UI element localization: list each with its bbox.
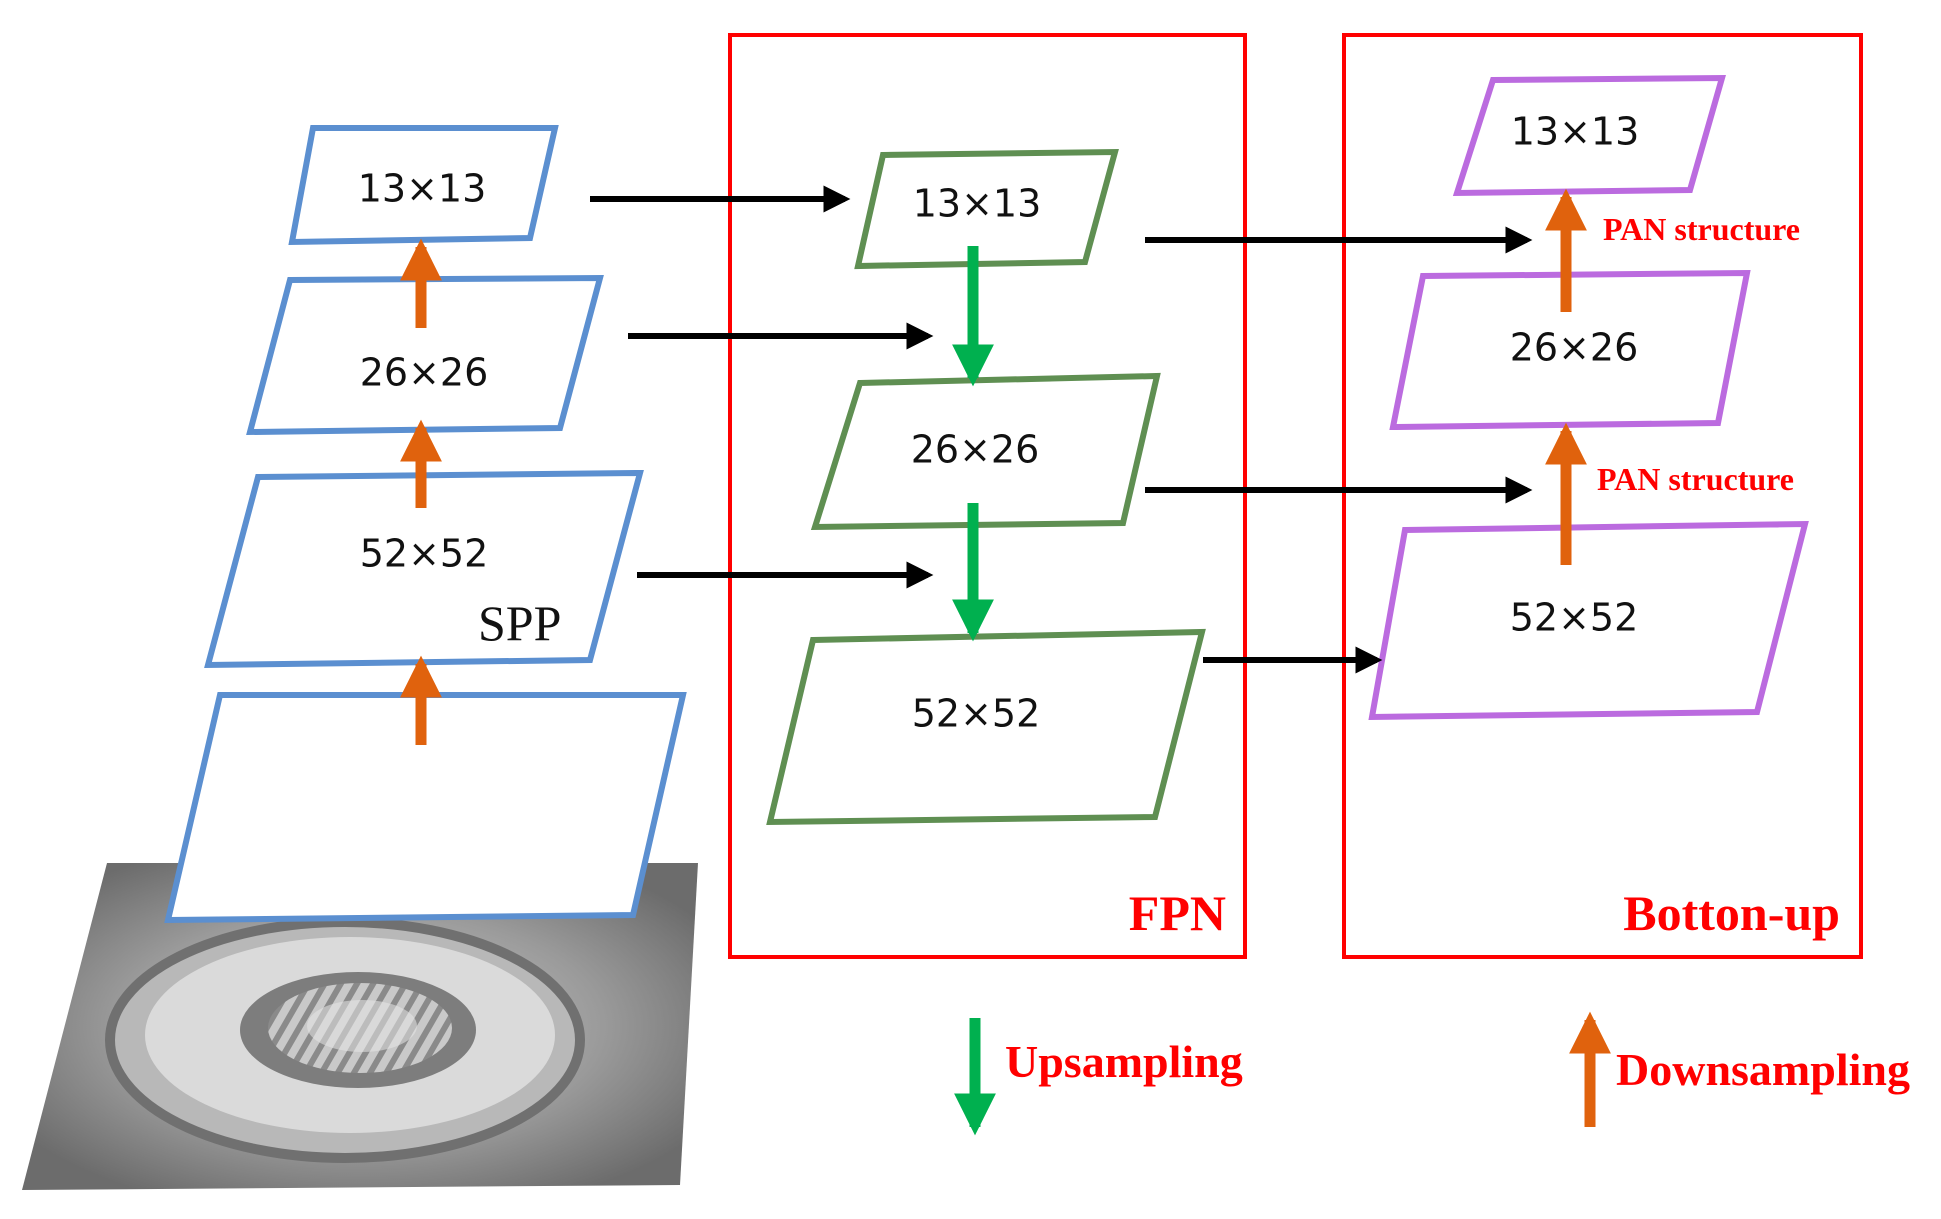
input-image bbox=[22, 863, 698, 1190]
fpn-column bbox=[766, 148, 1206, 826]
bottom-up-box-52 bbox=[1368, 520, 1809, 721]
bottom-up-panel bbox=[1342, 33, 1863, 959]
backbone-label-52: 52×52 bbox=[360, 532, 489, 576]
lateral-arrows bbox=[590, 185, 1533, 674]
bottom-up-label-52: 52×52 bbox=[1510, 596, 1639, 640]
fpn-box-13 bbox=[854, 148, 1119, 270]
pan-structure-label-top: PAN structure bbox=[1603, 211, 1800, 247]
legend-downsampling-label: Downsampling bbox=[1616, 1044, 1910, 1095]
fpn-label-26: 26×26 bbox=[911, 428, 1040, 472]
backbone-label-13: 13×13 bbox=[358, 167, 487, 211]
bottom-up-box-13 bbox=[1452, 74, 1726, 197]
bottom-up-label-26: 26×26 bbox=[1510, 326, 1639, 370]
pan-structure-label-middle: PAN structure bbox=[1597, 461, 1794, 497]
backbone-box-13 bbox=[288, 125, 559, 246]
fpn-panel bbox=[728, 33, 1247, 959]
bottom-up-box-26 bbox=[1389, 269, 1751, 431]
legend-upsampling-label: Upsampling bbox=[1005, 1036, 1243, 1087]
bottom-up-title: Botton-up bbox=[1623, 885, 1840, 941]
backbone-label-26: 26×26 bbox=[360, 351, 489, 395]
spp-label: SPP bbox=[478, 595, 561, 651]
backbone-box-26 bbox=[246, 274, 604, 436]
bottom-up-column bbox=[1368, 74, 1809, 721]
fpn-label-52: 52×52 bbox=[912, 692, 1041, 736]
fpn-label-13: 13×13 bbox=[913, 182, 1042, 226]
fpn-box-52 bbox=[766, 628, 1206, 826]
fpn-title: FPN bbox=[1129, 885, 1226, 941]
backbone-box-52 bbox=[204, 469, 644, 669]
backbone-box-input bbox=[164, 692, 687, 924]
fpn-box-26 bbox=[810, 372, 1161, 531]
backbone-column bbox=[164, 125, 687, 924]
bottom-up-label-13: 13×13 bbox=[1511, 110, 1640, 154]
